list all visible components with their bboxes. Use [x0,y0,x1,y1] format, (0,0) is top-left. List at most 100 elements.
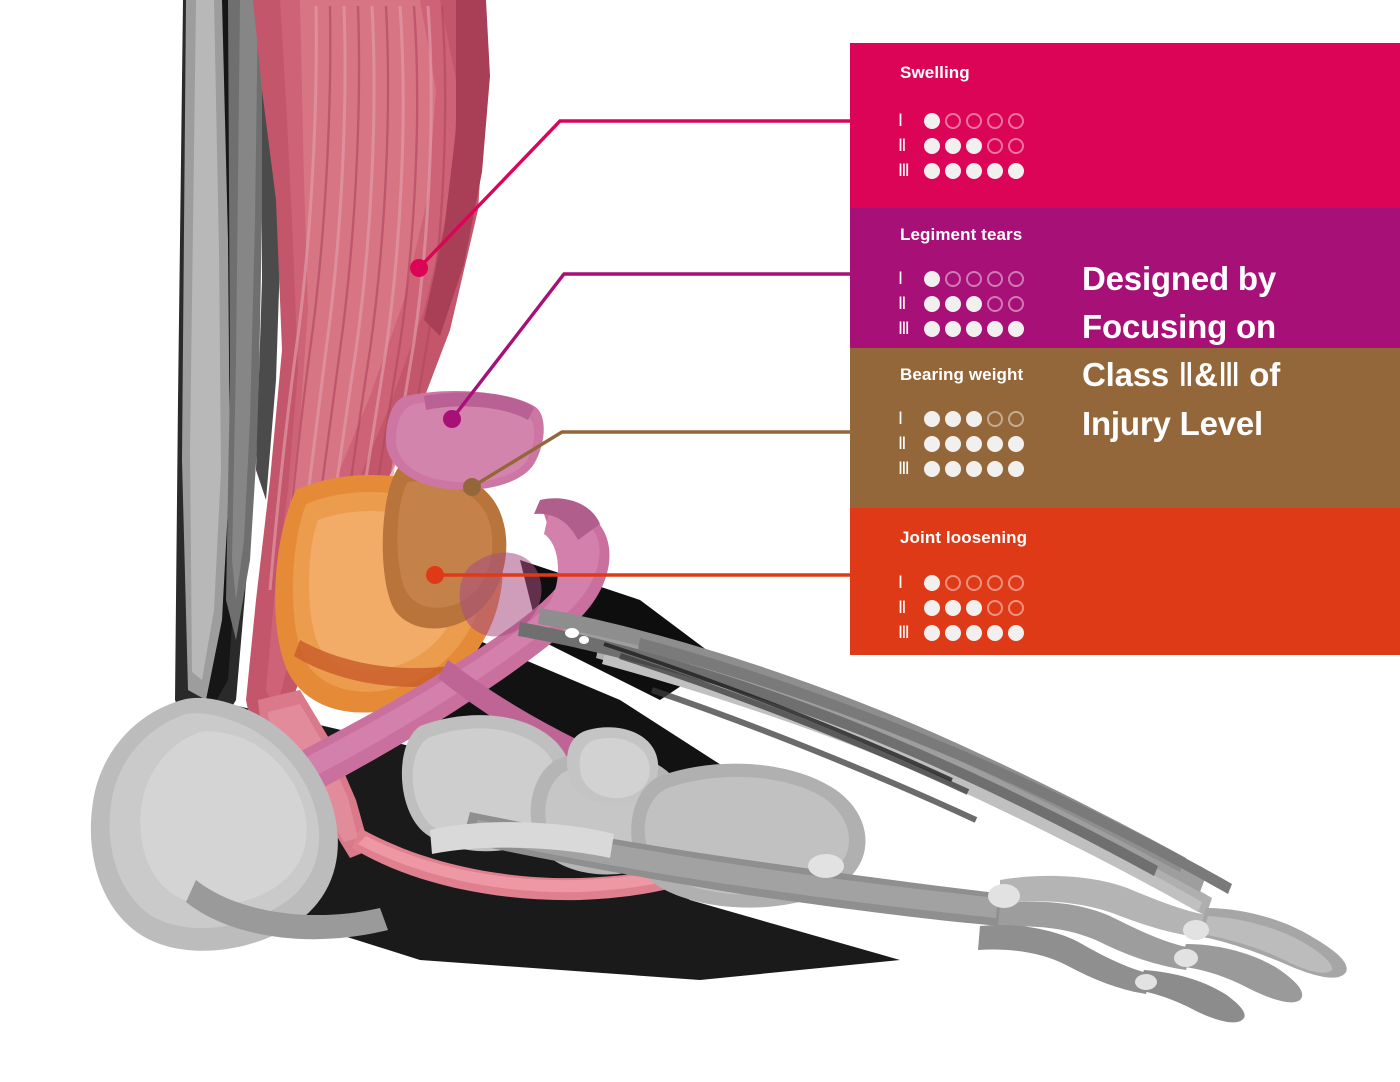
severity-dot-filled [966,162,982,179]
severity-dot-empty [1008,410,1024,427]
severity-dot-empty [987,599,1003,616]
severity-dot-filled [1008,435,1024,452]
injury-level-panel-stack: Swelling Ⅰ Ⅱ [850,43,1400,655]
panel-swelling: Swelling Ⅰ Ⅱ [850,43,1400,208]
severity-dot-empty [987,137,1003,154]
severity-dot-empty [987,295,1003,312]
severity-row: Ⅲ [898,316,1029,341]
severity-dot-filled [966,137,982,154]
severity-dot-filled [924,137,940,154]
headline-line-2: Focusing on [1082,308,1276,345]
severity-row: Ⅲ [898,620,1029,645]
roman-numeral-2: Ⅱ [898,434,907,453]
severity-scale-ligament-tears: Ⅰ Ⅱ Ⅲ [898,266,1029,341]
severity-dot-filled [924,295,940,312]
severity-dot-filled [924,320,940,337]
panel-title-ligament-tears: Legiment tears [900,225,1023,244]
severity-dot-empty [966,112,982,129]
severity-row: Ⅰ [898,570,1029,595]
severity-dot-filled [945,410,961,427]
severity-dot-filled [945,435,961,452]
severity-dot-filled [987,320,1003,337]
severity-dot-filled [924,112,940,129]
severity-dot-filled [945,460,961,477]
headline-line-4: Injury Level [1082,405,1264,442]
severity-dot-empty [1008,112,1024,129]
severity-dot-empty [1008,574,1024,591]
severity-row: Ⅲ [898,456,1029,481]
severity-row: Ⅰ [898,266,1029,291]
roman-numeral-3: Ⅲ [898,161,910,180]
severity-dot-filled [987,162,1003,179]
severity-dot-filled [987,435,1003,452]
headline-roman-3: Ⅲ [1217,358,1241,394]
severity-dot-filled [987,624,1003,641]
severity-dot-filled [924,435,940,452]
severity-dot-filled [966,295,982,312]
severity-scale-bearing-weight: Ⅰ Ⅱ Ⅲ [898,406,1029,481]
severity-row: Ⅱ [898,431,1029,456]
severity-dot-empty [966,270,982,287]
roman-numeral-1: Ⅰ [898,111,904,130]
severity-dot-filled [966,599,982,616]
roman-numeral-2: Ⅱ [898,136,907,155]
severity-dot-filled [945,162,961,179]
severity-dot-filled [924,599,940,616]
severity-row: Ⅰ [898,406,1029,431]
headline-of-word: of [1249,356,1280,393]
severity-dot-empty [987,270,1003,287]
severity-row: Ⅱ [898,291,1029,316]
headline-roman-2: Ⅱ [1178,358,1195,394]
headline: Designed by Focusing on Class Ⅱ&Ⅲ of Inj… [1082,255,1392,448]
roman-numeral-2: Ⅱ [898,294,907,313]
severity-dot-filled [966,624,982,641]
panel-ligament-tears: Legiment tears Ⅰ Ⅱ [850,208,1400,348]
severity-dot-filled [945,295,961,312]
severity-dot-filled [1008,460,1024,477]
roman-numeral-1: Ⅰ [898,409,904,428]
severity-dot-filled [924,162,940,179]
headline-ampersand: & [1194,356,1218,393]
severity-dot-empty [1008,599,1024,616]
severity-dot-empty [987,112,1003,129]
severity-dot-empty [1008,295,1024,312]
severity-dot-filled [945,624,961,641]
panel-joint-loosening: Joint loosening Ⅰ Ⅱ [850,508,1400,655]
severity-dot-filled [924,410,940,427]
severity-dot-filled [924,270,940,287]
headline-class-word: Class [1082,356,1170,393]
severity-dot-empty [945,270,961,287]
severity-dot-filled [1008,320,1024,337]
severity-dot-empty [966,574,982,591]
severity-dot-filled [945,599,961,616]
panel-title-joint-loosening: Joint loosening [900,528,1028,547]
severity-row: Ⅱ [898,133,1029,158]
severity-row: Ⅱ [898,595,1029,620]
roman-numeral-3: Ⅲ [898,459,910,478]
severity-dot-filled [1008,162,1024,179]
severity-dot-empty [987,410,1003,427]
severity-dot-filled [924,624,940,641]
panel-title-swelling: Swelling [900,63,970,82]
panel-bearing-weight: Bearing weight Ⅰ Ⅱ [850,348,1400,508]
severity-row: Ⅰ [898,108,1029,133]
severity-scale-swelling: Ⅰ Ⅱ Ⅲ [898,108,1029,183]
severity-dot-filled [945,137,961,154]
headline-line-3: Class Ⅱ&Ⅲ of [1082,351,1392,400]
roman-numeral-2: Ⅱ [898,598,907,617]
severity-dot-filled [987,460,1003,477]
severity-row: Ⅲ [898,158,1029,183]
severity-dot-filled [1008,624,1024,641]
roman-numeral-1: Ⅰ [898,573,904,592]
severity-dot-filled [924,460,940,477]
severity-dot-filled [966,320,982,337]
panel-title-bearing-weight: Bearing weight [900,365,1024,384]
roman-numeral-1: Ⅰ [898,269,904,288]
headline-line-1: Designed by [1082,260,1277,297]
severity-dot-filled [966,410,982,427]
roman-numeral-3: Ⅲ [898,319,910,338]
severity-dot-empty [945,574,961,591]
severity-dot-filled [945,320,961,337]
severity-dot-empty [945,112,961,129]
